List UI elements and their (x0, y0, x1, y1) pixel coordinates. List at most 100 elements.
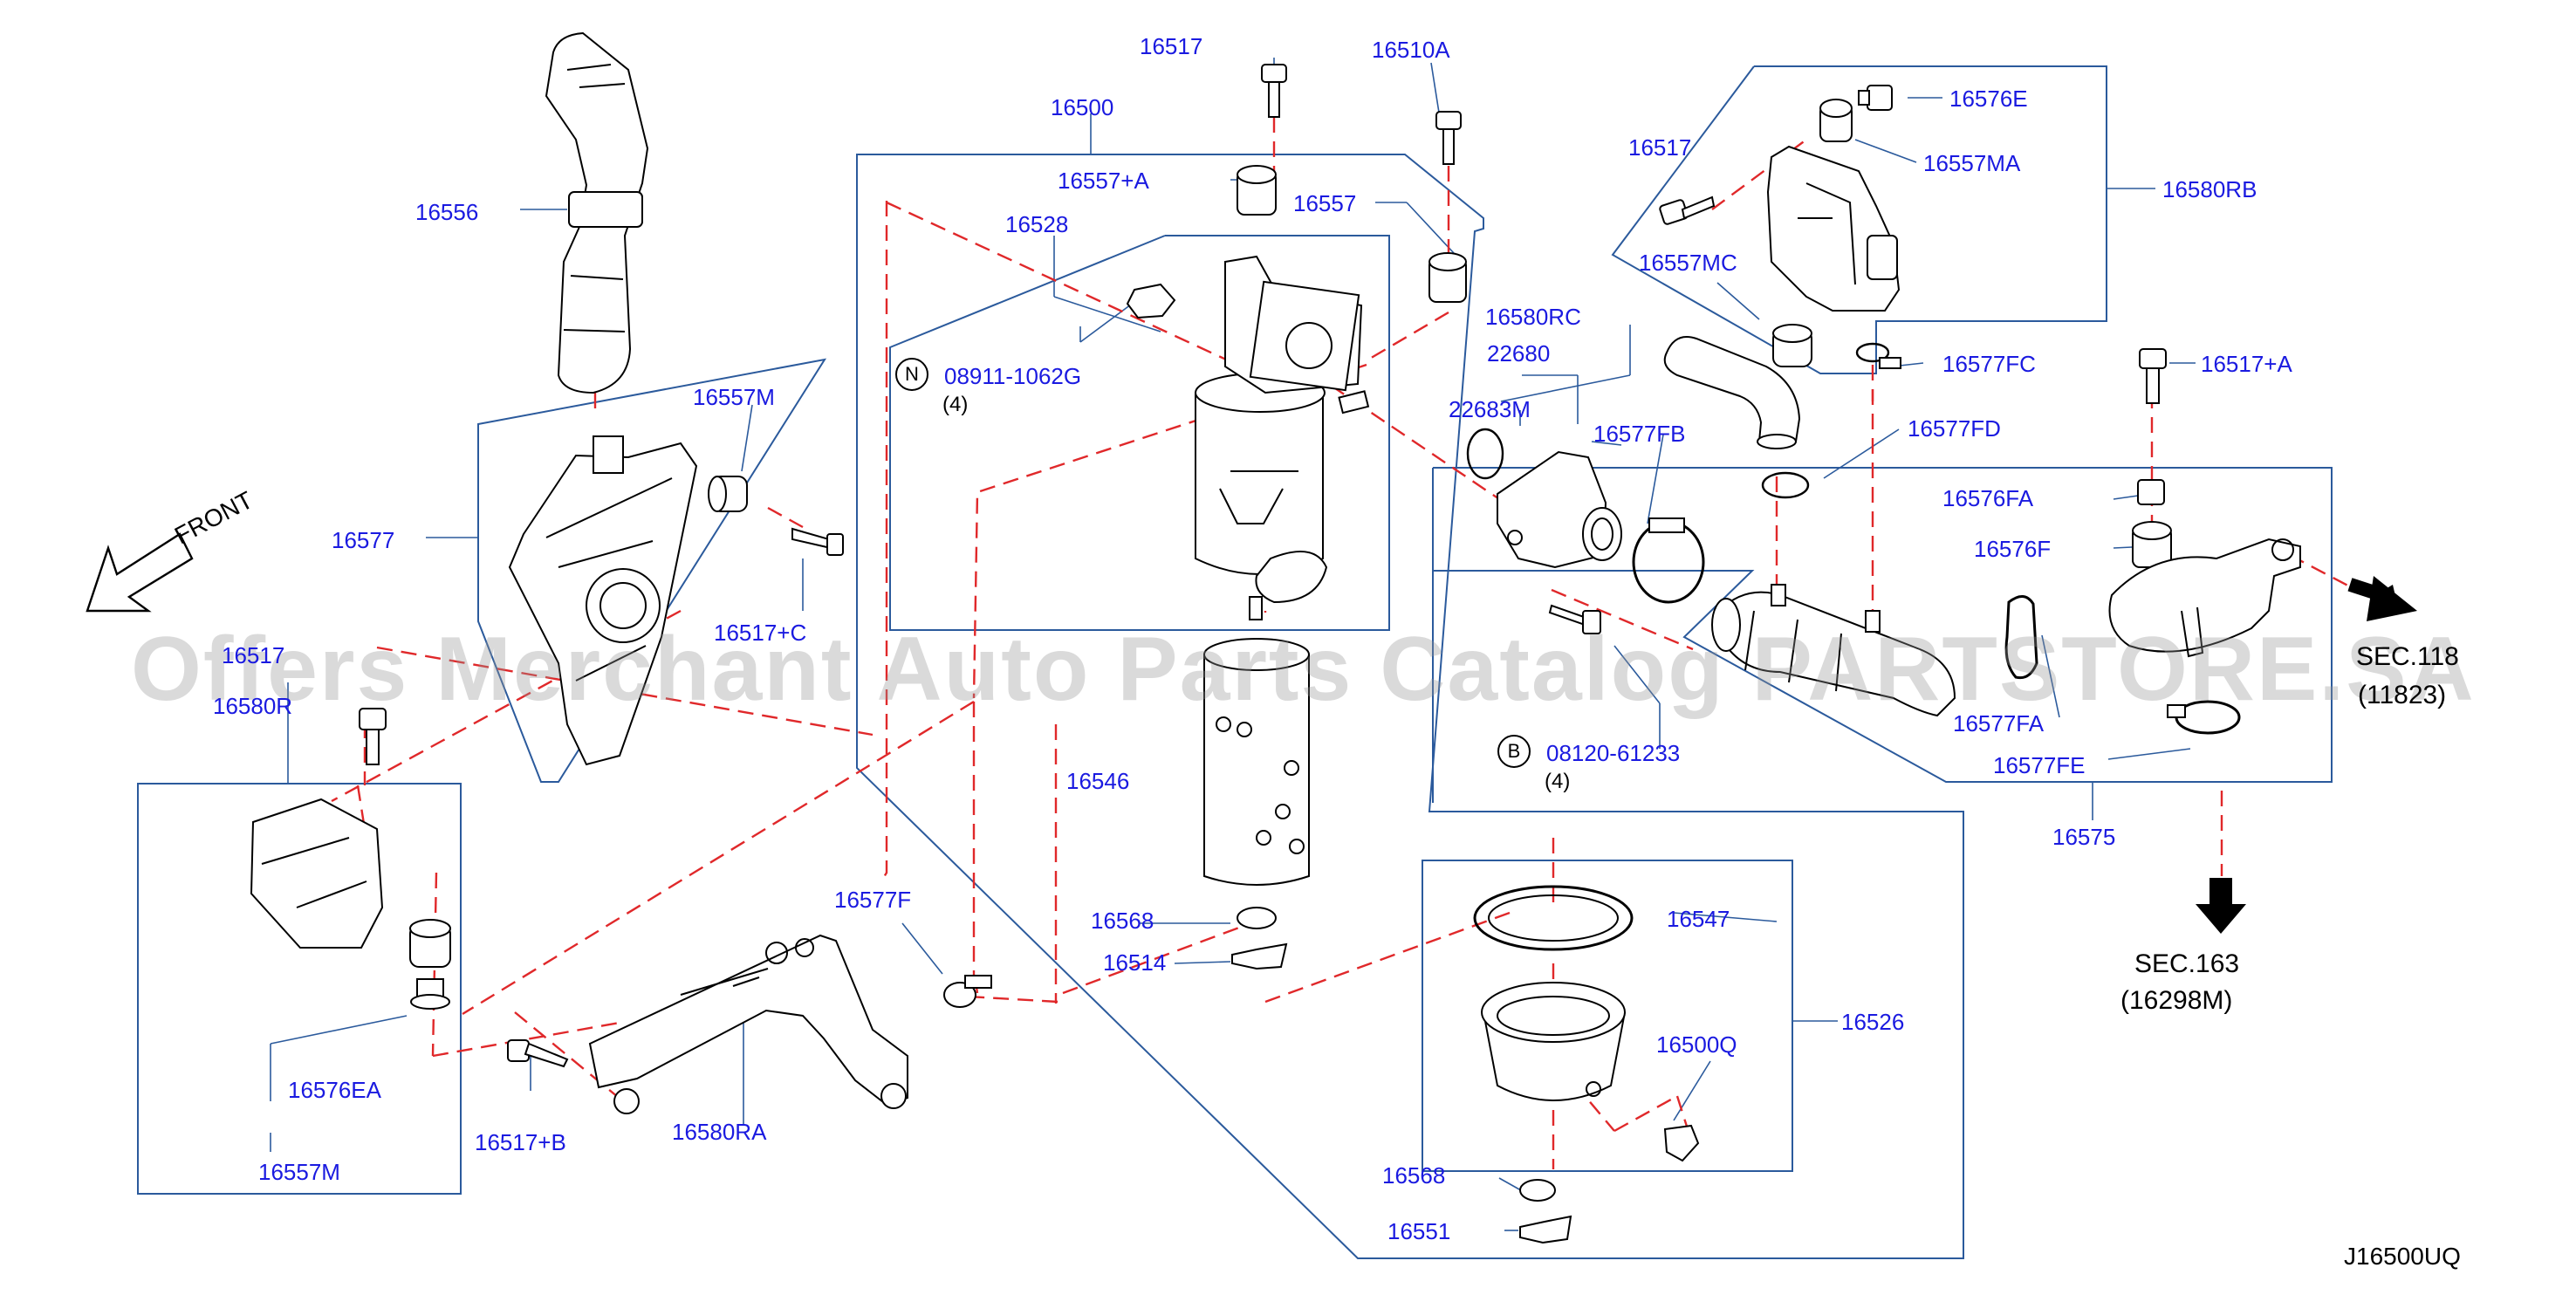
label-16580RC[interactable]: 16580RC (1485, 304, 1581, 330)
part-16580RA-bracket (588, 934, 908, 1114)
part-16580R-bracket (250, 798, 384, 949)
outline-16577 (477, 358, 827, 783)
bolt-08120 (1548, 604, 1601, 634)
sec163-part[interactable]: (16298M) (2120, 986, 2233, 1015)
part-16577-bracket (508, 435, 698, 766)
n-marker-icon: N (895, 358, 928, 391)
qty-08120: (4) (1545, 770, 1571, 793)
part-16557M-grommet-b (409, 919, 451, 968)
part-16575-resonator (2108, 538, 2301, 658)
part-16577FC-clip (1855, 342, 1901, 369)
label-16577F[interactable]: 16577F (834, 887, 912, 913)
b-marker-icon: B (1497, 735, 1531, 768)
label-16517B[interactable]: 16517+B (475, 1129, 566, 1155)
label-16557A[interactable]: 16557+A (1058, 168, 1149, 194)
part-22683M-oring (1466, 428, 1504, 480)
label-16577FA[interactable]: 16577FA (1953, 710, 2045, 737)
label-16568-a[interactable]: 16568 (1091, 908, 1154, 934)
part-16551-wingnut (1519, 1215, 1572, 1244)
label-16546[interactable]: 16546 (1066, 768, 1130, 794)
part-16580RB-bracket (1766, 145, 1901, 312)
label-16576EA[interactable]: 16576EA (288, 1077, 381, 1103)
bolt-16517A (2139, 348, 2167, 404)
part-16557A-grommet (1237, 165, 1277, 216)
qty-08911: (4) (942, 393, 969, 416)
label-16580RA[interactable]: 16580RA (672, 1119, 767, 1145)
label-16580RB[interactable]: 16580RB (2162, 176, 2257, 202)
label-08120[interactable]: 08120-61233 (1546, 740, 1681, 766)
part-16557M-grommet (708, 476, 748, 512)
label-16557MC[interactable]: 16557MC (1639, 250, 1737, 276)
label-16517-right[interactable]: 16517 (1628, 134, 1692, 161)
sec118-arrow-icon (2347, 576, 2417, 621)
label-16576FA[interactable]: 16576FA (1942, 485, 2034, 511)
marker-n-08911: N (895, 358, 937, 391)
part-16557MA-grommet (1819, 99, 1853, 142)
part-16577FE-clamp (2167, 700, 2241, 735)
part-16577FD-clamp (1761, 471, 1810, 499)
part-16546-element (1203, 638, 1310, 886)
label-16577FB[interactable]: 16577FB (1593, 421, 1686, 447)
label-16568-b[interactable]: 16568 (1382, 1162, 1446, 1189)
label-16557MA[interactable]: 16557MA (1923, 150, 2021, 176)
part-16576F-grommet (2132, 521, 2172, 568)
part-16577FB-clamp (1632, 517, 1705, 604)
sec163-arrow-icon (2196, 878, 2246, 934)
part-16526-cup (1481, 982, 1626, 1101)
sec163-label[interactable]: SEC.163 (2134, 949, 2240, 978)
group-outlines (137, 65, 2333, 1259)
label-08911[interactable]: 08911-1062G (944, 363, 1082, 389)
part-22680-sensor (1497, 450, 1622, 569)
label-16517-left[interactable]: 16517 (222, 642, 285, 668)
marker-b-08120: B (1497, 735, 1539, 768)
bolt-16517B (507, 1039, 569, 1068)
label-16557[interactable]: 16557 (1293, 190, 1357, 216)
part-16557-grommet (1428, 252, 1467, 303)
part-16576EA-collar (410, 978, 450, 1010)
label-16547[interactable]: 16547 (1667, 906, 1730, 932)
part-16580RC-hose (1663, 336, 1801, 449)
label-16577FE[interactable]: 16577FE (1993, 752, 2086, 778)
label-16577[interactable]: 16577 (332, 527, 395, 553)
part-16514-wingnut (1231, 942, 1288, 970)
sec118-part[interactable]: (11823) (2358, 681, 2447, 709)
label-16500[interactable]: 16500 (1051, 94, 1114, 120)
label-16517A[interactable]: 16517+A (2201, 351, 2292, 377)
label-16580R[interactable]: 16580R (213, 693, 293, 719)
label-16557M-top[interactable]: 16557M (693, 384, 775, 410)
label-16517C[interactable]: 16517+C (714, 620, 807, 646)
outline-16500 (856, 154, 1964, 1259)
label-16576E[interactable]: 16576E (1949, 86, 2028, 112)
label-16500Q[interactable]: 16500Q (1656, 1031, 1737, 1058)
label-16510A[interactable]: 16510A (1372, 37, 1450, 63)
label-16517-top[interactable]: 16517 (1140, 33, 1203, 59)
label-16528[interactable]: 16528 (1005, 211, 1069, 237)
bolt-16517-right (1659, 195, 1716, 225)
part-16577F-clip (943, 975, 992, 1008)
part-16547-ring (1473, 885, 1634, 951)
bolt-16517-left (359, 708, 387, 765)
diagram-code: J16500UQ (2344, 1243, 2461, 1270)
label-16556[interactable]: 16556 (415, 199, 479, 225)
sec118-label[interactable]: SEC.118 (2356, 642, 2459, 671)
label-22680[interactable]: 22680 (1487, 340, 1551, 367)
part-drawings (250, 31, 2301, 1244)
part-16568-washer-b (1519, 1179, 1556, 1202)
label-16526[interactable]: 16526 (1841, 1009, 1905, 1035)
label-16557M-bot[interactable]: 16557M (258, 1159, 340, 1185)
part-16557MC-grommet (1772, 324, 1812, 367)
label-16551[interactable]: 16551 (1387, 1218, 1451, 1244)
part-16568-washer-a (1237, 907, 1277, 929)
label-16576F[interactable]: 16576F (1974, 536, 2052, 562)
outline-16528 (889, 235, 1390, 631)
label-16575[interactable]: 16575 (2052, 824, 2116, 850)
part-16577FA-clamp (2004, 595, 2038, 680)
label-22683M[interactable]: 22683M (1449, 396, 1531, 422)
part-16575-hose (1711, 584, 1956, 717)
label-16514[interactable]: 16514 (1103, 949, 1167, 976)
part-16576FA-collar (2137, 479, 2165, 505)
label-16577FC[interactable]: 16577FC (1942, 351, 2036, 377)
label-16577FD[interactable]: 16577FD (1908, 415, 2001, 442)
outline-16526 (1422, 860, 1793, 1172)
